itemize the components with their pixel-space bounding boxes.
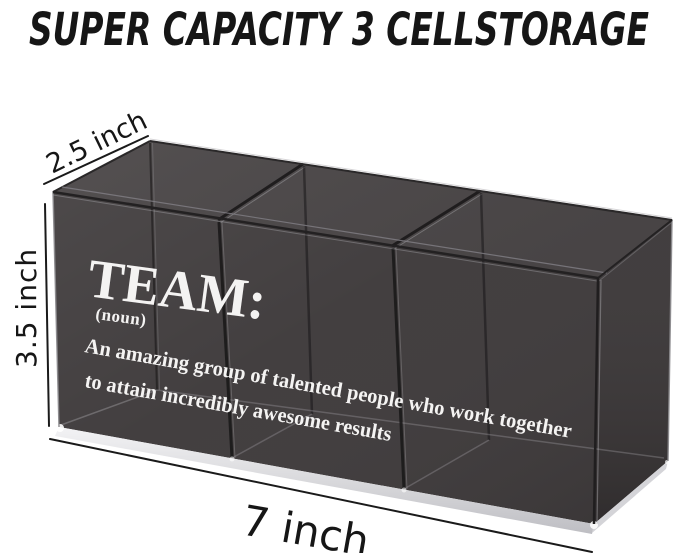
front-top-edge-highlight [52,194,598,282]
front-divider-2-highlight [395,247,408,490]
dimension-height-line [44,203,50,427]
floor-divider-edge-2 [403,439,490,490]
front-right-vertical-highlight [596,279,602,525]
floor-left-edge [60,389,158,426]
base-corner-glow-left [56,424,64,432]
front-divider-2 [391,247,406,490]
back-left-edge-highlight [152,142,160,391]
box-right-face-shade [594,220,672,524]
dimension-depth-line [43,135,149,185]
dimension-height: 3.5 inch [10,203,50,427]
box-front-face-sheen [53,192,598,524]
edge-highlights [52,138,673,525]
front-right-vertical-edge [592,277,600,525]
front-cell-dividers [217,221,408,490]
floor-back-edge [156,389,665,459]
front-rim-inner-edge [61,186,608,274]
front-divider-1-highlight [221,221,236,459]
floor-divider-edge-1 [231,413,313,459]
base-divider-glow-2 [401,487,407,493]
back-divider-2 [479,192,491,441]
dimension-width-line [49,438,593,553]
storage-box: TEAM: (noun) An amazing group of talente… [52,138,673,534]
top-divider-2 [391,189,481,248]
right-top-edge-highlight [598,222,672,282]
back-top-edge [149,140,673,221]
back-left-edge [149,142,158,391]
box-base [55,424,669,534]
product-title: SUPER CAPACITY 3 CELLSTORAGE [29,3,649,56]
base-corner-glow-right [590,521,598,529]
base-divider-glow-1 [229,456,235,462]
right-top-edge [597,219,673,279]
base-right-strip [592,461,668,533]
box-top-face-sheen [53,141,672,278]
back-divider-1 [302,165,314,415]
left-depth-edge [52,140,151,193]
top-divider-2-highlight [393,193,483,250]
back-top-edge-highlight [149,138,673,219]
front-divider-1 [217,221,234,459]
interior-edges [60,142,665,490]
front-top-edge [52,190,599,280]
dimension-height-label: 3.5 inch [10,248,43,368]
base-front-strip [55,427,594,534]
top-divider-1 [217,162,304,222]
